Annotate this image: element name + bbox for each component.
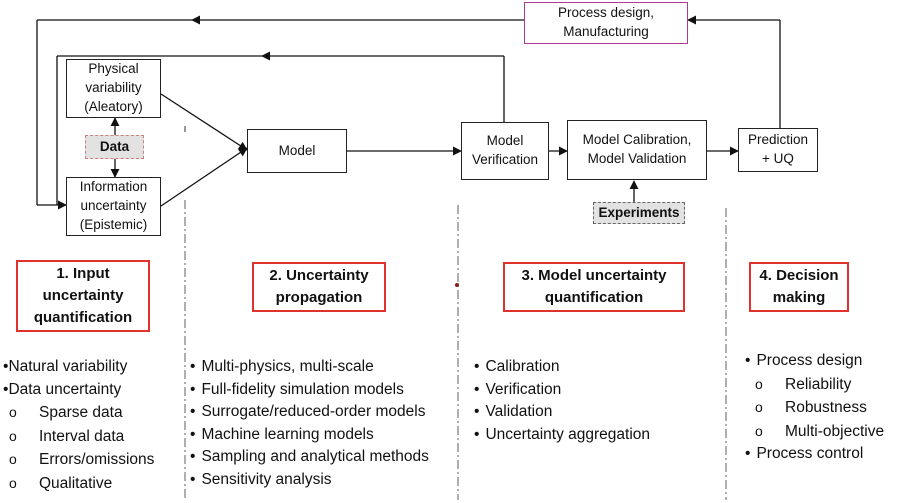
section-1-list: Natural variability Data uncertainty Spa… [3,356,154,495]
section-2-title: 2. Uncertainty propagation [252,262,386,312]
list-item: Verification [474,379,650,402]
prediction-uq-box: Prediction + UQ [738,128,818,172]
section-2-list: Multi-physics, multi-scale Full-fidelity… [190,356,429,492]
list-item: Machine learning models [190,424,429,447]
list-item: Process design [745,350,884,373]
list-item: Sensitivity analysis [190,469,429,492]
list-item: Reliability [745,373,884,397]
feedback-outer-loop [36,15,781,210]
input-to-model-arrows [160,93,248,207]
list-item: Qualitative [3,472,154,496]
list-item: Validation [474,401,650,424]
section-3-title: 3. Model uncertainty quantification [503,262,685,312]
list-item: Robustness [745,396,884,420]
list-item: Uncertainty aggregation [474,424,650,447]
model-verification-box: Model Verification [461,122,549,180]
list-item: Multi-physics, multi-scale [190,356,429,379]
list-item: Surrogate/reduced-order models [190,401,429,424]
list-item: Multi-objective [745,420,884,444]
section-separators [184,200,727,500]
list-item: Interval data [3,425,154,449]
model-calibration-box: Model Calibration, Model Validation [567,120,707,180]
separator-dot [455,283,459,287]
section-1-title: 1. Input uncertainty quantification [16,260,150,332]
list-item: Sparse data [3,401,154,425]
main-flow-arrows [347,146,739,202]
section-3-list: Calibration Verification Validation Unce… [474,356,650,446]
list-item: Natural variability [3,356,154,379]
physical-variability-box: Physical variability (Aleatory) [66,59,161,118]
model-box: Model [247,129,347,173]
section-4-list: Process design Reliability Robustness Mu… [745,350,884,466]
list-item: Errors/omissions [3,448,154,472]
information-uncertainty-box: Information uncertainty (Epistemic) [66,177,161,236]
data-box: Data [85,135,144,159]
section-4-title: 4. Decision making [749,262,849,312]
list-item: Process control [745,443,884,466]
list-item: Full-fidelity simulation models [190,379,429,402]
experiments-box: Experiments [593,202,685,224]
feedback-inner-loop [56,51,505,205]
list-item: Sampling and analytical methods [190,446,428,469]
process-design-box: Process design, Manufacturing [524,2,688,44]
list-item: Data uncertainty [3,379,154,402]
list-item: Calibration [474,356,650,379]
